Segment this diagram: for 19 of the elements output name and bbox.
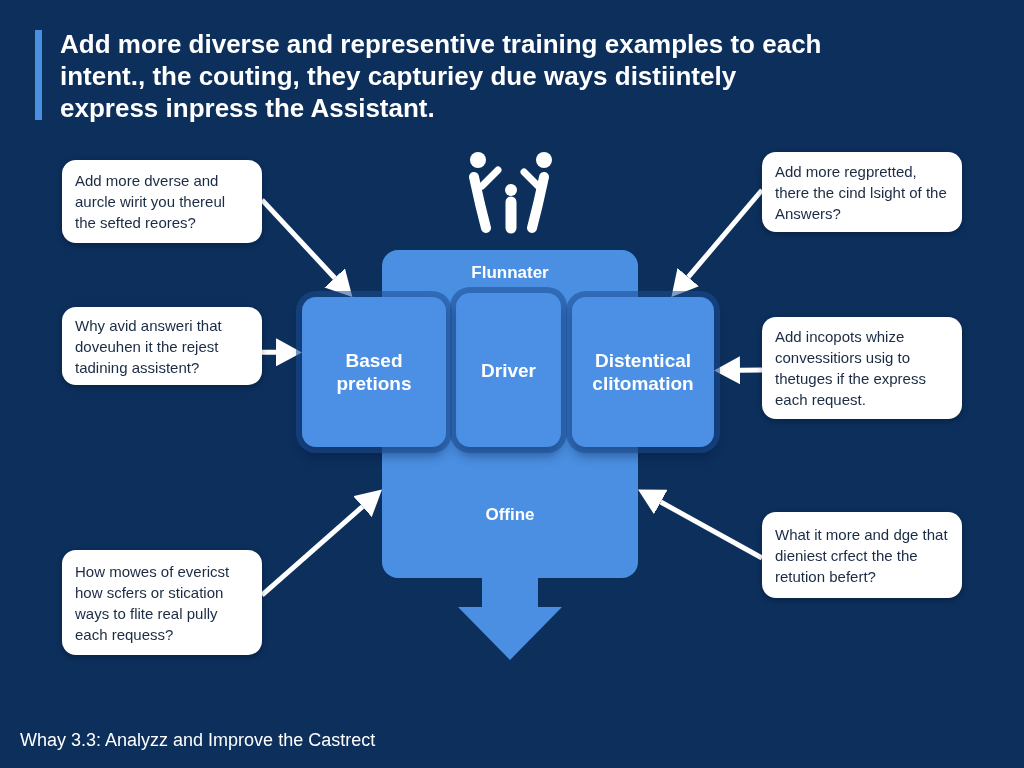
arrow bbox=[262, 338, 302, 367]
arrow bbox=[714, 356, 763, 385]
arrow bbox=[638, 489, 764, 561]
arrow bbox=[260, 198, 353, 297]
arrow bbox=[671, 188, 764, 297]
block-label: Offine bbox=[485, 504, 535, 526]
callout-box: How mowes of evericst how scfers or stication ways to flite real pully each requess? bbox=[62, 550, 262, 655]
arrow bbox=[260, 489, 382, 598]
callout-box: Why avid answeri that doveuhen it the rejest tadining assistent? bbox=[62, 307, 262, 385]
process-box: Based pretions bbox=[302, 297, 446, 447]
block-label: Flunnater bbox=[471, 262, 549, 284]
callout-box: Add more regpretted, there the cind lsight of the Answers? bbox=[762, 152, 962, 232]
title: Add more diverse and representive training examples to each intent., the couting, they capturiey due ways distiintely express inpress the Assistant. bbox=[60, 28, 823, 124]
process-box: Driver bbox=[456, 293, 561, 447]
callout-box: What it more and dge that dieniest crfect the the retution befert? bbox=[762, 512, 962, 598]
callout-box: Add more dverse and aurcle wirit you thereul the sefted reores? bbox=[62, 160, 262, 243]
process-box: Distentical clitomation bbox=[572, 297, 714, 447]
callout-box: Add incopots whize convessitiors usig to thetuges if the express each request. bbox=[762, 317, 962, 419]
caption: Whay 3.3: Analyzz and Improve the Castrect bbox=[20, 729, 376, 752]
